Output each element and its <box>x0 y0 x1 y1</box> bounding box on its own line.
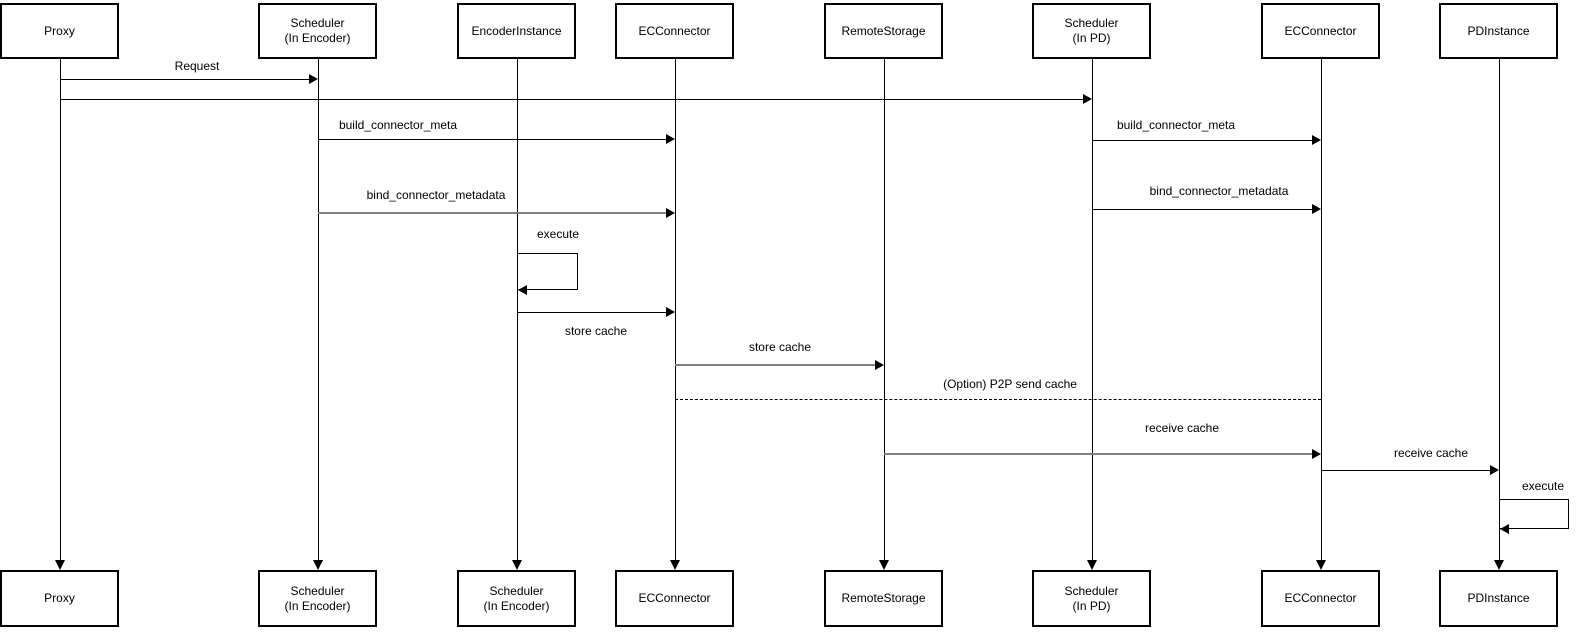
message-label-p2p-send-cache: (Option) P2P send cache <box>941 377 1079 391</box>
arrowhead-icon <box>1500 524 1509 534</box>
lifeline-arrowhead-icon <box>55 560 65 570</box>
participant-top-ecconnector-left: ECConnector <box>615 3 734 59</box>
self-loop-execute-right <box>1499 499 1569 529</box>
lifeline-arrowhead-icon <box>512 560 522 570</box>
message-line-p2p-send-cache <box>675 399 1321 400</box>
message-label-bind-connector-metadata-left: bind_connector_metadata <box>364 188 508 202</box>
message-arrow-store-cache-remote <box>675 364 875 366</box>
lifeline-arrowhead-icon <box>1494 560 1504 570</box>
message-label-store-cache-encoder: store cache <box>562 324 630 338</box>
message-label-execute-right: execute <box>1520 479 1567 493</box>
participant-top-remote-storage: RemoteStorage <box>824 3 943 59</box>
message-arrow-store-cache-encoder <box>517 312 666 313</box>
arrowhead-icon <box>518 285 527 295</box>
lifeline-arrowhead-icon <box>879 560 889 570</box>
lifeline-arrowhead-icon <box>1087 560 1097 570</box>
message-label-store-cache-remote: store cache <box>746 340 814 354</box>
arrowhead-icon <box>666 134 675 144</box>
lifeline-scheduler-encoder <box>318 59 319 561</box>
participant-bottom-proxy: Proxy <box>0 570 119 627</box>
lifeline-ecconnector-left <box>675 59 676 561</box>
message-label-receive-cache-pd: receive cache <box>1391 446 1471 460</box>
message-arrow-receive-cache-remote <box>884 453 1312 455</box>
arrowhead-icon <box>666 208 675 218</box>
message-arrow-request <box>60 79 309 80</box>
participant-bottom-ecconnector-left: ECConnector <box>615 570 734 627</box>
lifeline-arrowhead-icon <box>313 560 323 570</box>
message-arrow-receive-cache-pd <box>1321 470 1490 471</box>
message-arrow-build-connector-meta-right <box>1092 140 1312 141</box>
lifeline-pd-instance <box>1499 59 1500 561</box>
self-loop-execute-left <box>517 253 578 290</box>
lifeline-scheduler-pd <box>1092 59 1093 561</box>
participant-top-scheduler-encoder: Scheduler (In Encoder) <box>258 3 377 59</box>
participant-bottom-scheduler-encoder: Scheduler (In Encoder) <box>258 570 377 627</box>
participant-top-scheduler-pd: Scheduler (In PD) <box>1032 3 1151 59</box>
message-label-receive-cache-remote: receive cache <box>1142 421 1222 435</box>
message-label-request: Request <box>172 59 222 73</box>
message-arrow-build-connector-meta-left <box>318 139 666 140</box>
lifeline-encoder-instance <box>517 59 518 561</box>
participant-bottom-encoder-instance: Scheduler (In Encoder) <box>457 570 576 627</box>
participant-top-ecconnector-right: ECConnector <box>1261 3 1380 59</box>
message-label-execute-left: execute <box>535 227 582 241</box>
message-arrow-bind-connector-metadata-right <box>1092 209 1312 210</box>
participant-top-encoder-instance: EncoderInstance <box>457 3 576 59</box>
participant-top-pd-instance: PDInstance <box>1439 3 1558 59</box>
participant-top-proxy: Proxy <box>0 3 119 59</box>
lifeline-remote-storage <box>884 59 885 561</box>
arrowhead-icon <box>1490 465 1499 475</box>
participant-bottom-pd-instance: PDInstance <box>1439 570 1558 627</box>
arrowhead-icon <box>309 74 318 84</box>
message-label-build-connector-meta-right: build_connector_meta <box>1114 118 1238 132</box>
arrowhead-icon <box>1312 135 1321 145</box>
lifeline-arrowhead-icon <box>1316 560 1326 570</box>
arrowhead-icon <box>666 307 675 317</box>
arrowhead-icon <box>1312 204 1321 214</box>
lifeline-proxy <box>60 59 61 561</box>
participant-bottom-remote-storage: RemoteStorage <box>824 570 943 627</box>
arrowhead-icon <box>1312 449 1321 459</box>
lifeline-ecconnector-right <box>1321 59 1322 561</box>
message-label-bind-connector-metadata-right: bind_connector_metadata <box>1147 184 1291 198</box>
message-arrow-bind-connector-metadata-left <box>318 212 666 214</box>
participant-bottom-ecconnector-right: ECConnector <box>1261 570 1380 627</box>
participant-bottom-scheduler-pd: Scheduler (In PD) <box>1032 570 1151 627</box>
arrowhead-icon <box>1083 94 1092 104</box>
message-arrow-proxy-to-scheduler-pd <box>60 99 1083 100</box>
message-label-build-connector-meta-left: build_connector_meta <box>336 118 460 132</box>
arrowhead-icon <box>875 360 884 370</box>
lifeline-arrowhead-icon <box>670 560 680 570</box>
